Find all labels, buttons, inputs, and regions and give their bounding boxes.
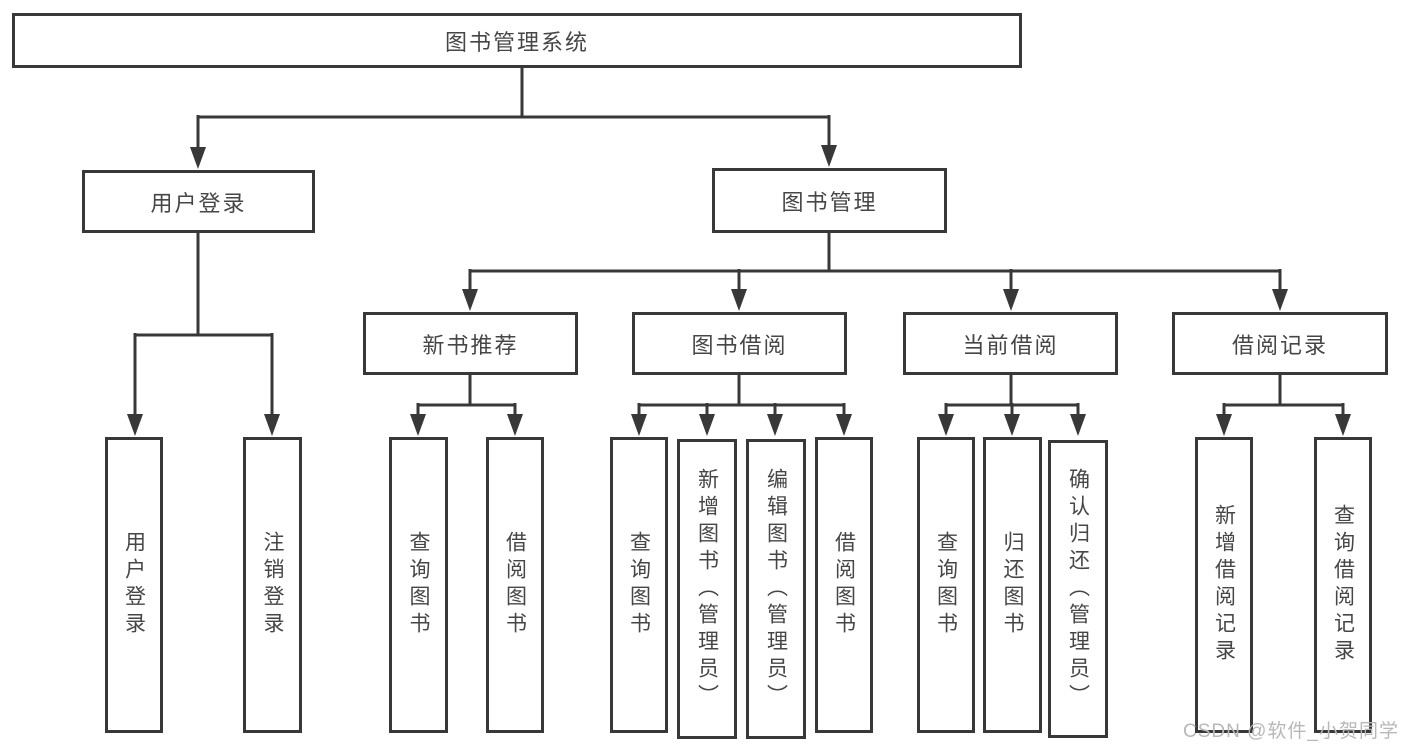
node-leaf-query-books-recommend: 查询图书 (389, 437, 448, 733)
csdn-watermark: CSDN @软件_小贺同学 (1183, 721, 1399, 742)
node-borrowing-records: 借阅记录 (1172, 312, 1388, 375)
node-leaf-confirm-return-admin: 确认归还（管理员） (1048, 440, 1108, 738)
node-user-login: 用户登录 (82, 170, 315, 233)
node-book-borrowing: 图书借阅 (632, 312, 847, 375)
node-current-borrowing: 当前借阅 (903, 312, 1118, 375)
node-leaf-query-books-borrowing: 查询图书 (610, 437, 668, 733)
node-leaf-logout-login: 注销登录 (243, 437, 302, 733)
connector-book-borrowing-to-leaves (631, 375, 852, 436)
node-leaf-edit-books-admin: 编辑图书（管理员） (746, 439, 806, 739)
node-new-book-recommendation: 新书推荐 (363, 312, 578, 375)
node-leaf-add-books-admin: 新增图书（管理员） (677, 439, 737, 739)
node-book-management: 图书管理 (712, 168, 947, 233)
connector-book-management-to-level3 (462, 233, 1288, 311)
connector-root-to-level2 (190, 68, 837, 169)
node-leaf-user-login: 用户登录 (105, 437, 163, 733)
node-leaf-borrow-books-borrowing: 借阅图书 (815, 437, 873, 733)
node-leaf-borrow-books-recommend: 借阅图书 (486, 437, 544, 733)
connector-current-borrowing-to-leaves (938, 375, 1086, 436)
connector-borrowing-records-to-leaves (1216, 375, 1351, 436)
connector-new-book-recommendation-to-leaves (410, 375, 523, 436)
connector-user-login-to-leaves (127, 233, 280, 436)
node-leaf-return-books: 归还图书 (983, 437, 1042, 733)
node-leaf-query-books-current: 查询图书 (917, 437, 975, 733)
node-leaf-add-borrowing-record: 新增借阅记录 (1195, 437, 1253, 733)
node-leaf-query-borrowing-record: 查询借阅记录 (1314, 437, 1372, 733)
node-library-management-system: 图书管理系统 (12, 13, 1022, 68)
